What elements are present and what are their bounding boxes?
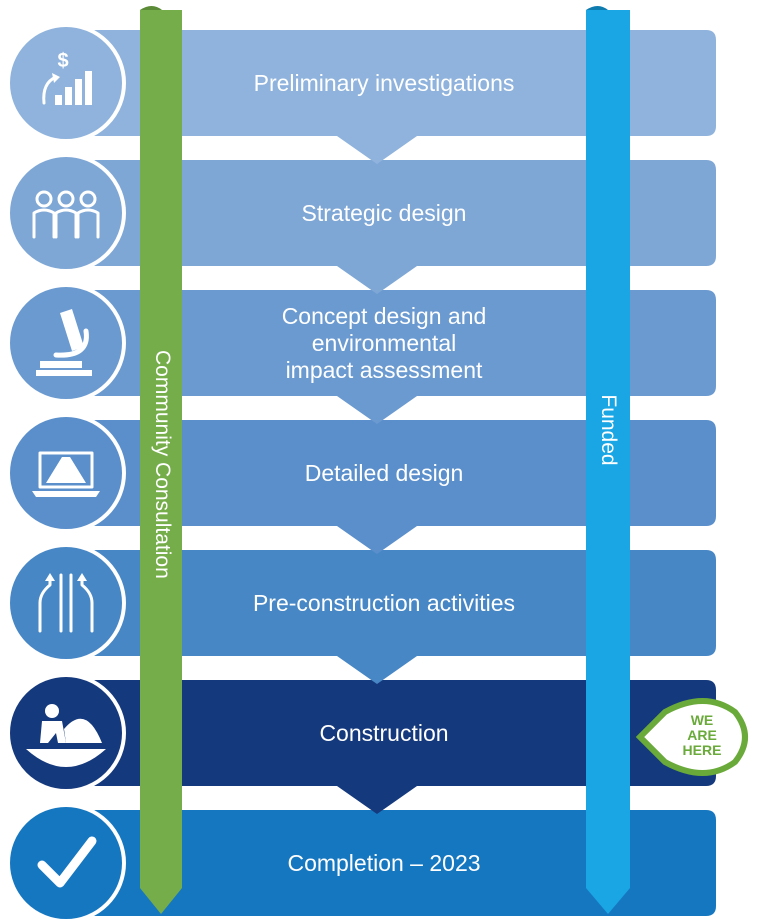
stage-label-5: Pre-construction activities xyxy=(252,589,516,616)
funded-label: Funded xyxy=(597,394,620,466)
we-are-here-badge xyxy=(635,698,748,776)
we-are-here-line-1: WE xyxy=(690,712,714,728)
people-group-icon xyxy=(6,153,126,273)
stage-bar-2 xyxy=(62,160,716,294)
microscope-icon xyxy=(6,283,126,403)
stage-bar-6 xyxy=(62,680,716,814)
stage-label-3: Concept design and environmental impact … xyxy=(281,302,487,383)
stage-label-7: Completion – 2023 xyxy=(287,849,481,876)
road-worker-icon xyxy=(6,673,126,793)
we-are-here-text: WE ARE HERE xyxy=(674,713,730,758)
stage-label-1: Preliminary investigations xyxy=(253,69,515,96)
stage-label-6: Construction xyxy=(319,719,449,746)
stage-bar-5 xyxy=(62,550,716,684)
community-consultation-label: Community Consultation xyxy=(151,350,174,579)
stage-bar-7 xyxy=(62,810,716,916)
road-lanes-icon xyxy=(6,543,126,663)
we-are-here-line-3: HERE xyxy=(682,742,722,758)
community-consultation-band xyxy=(140,6,182,914)
stage-bar-1 xyxy=(62,30,716,164)
checkmark-icon xyxy=(6,803,126,923)
funding-growth-icon: $ xyxy=(6,23,126,143)
stage-bar-3 xyxy=(62,290,716,424)
stage-bar-4 xyxy=(62,420,716,554)
svg-text:$: $ xyxy=(57,50,68,72)
we-are-here-line-2: ARE xyxy=(687,727,717,743)
funded-band xyxy=(586,6,630,914)
stage-label-4: Detailed design xyxy=(304,459,464,486)
stage-label-2: Strategic design xyxy=(301,199,467,226)
laptop-road-icon xyxy=(6,413,126,533)
